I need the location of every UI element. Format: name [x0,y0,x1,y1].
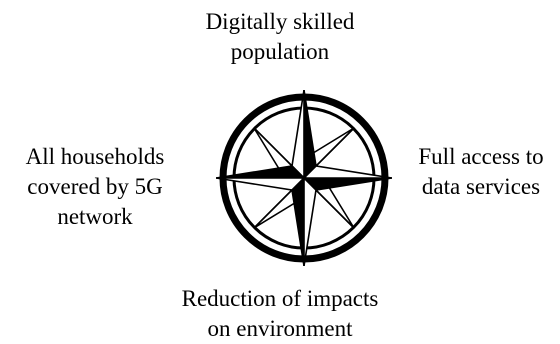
goal-label-bottom-line-1: Reduction of impacts [181,286,379,311]
goal-label-right-line-2: data services [421,174,541,199]
compass-point-north-dark [303,90,317,180]
goal-label-right: Full access to data services [402,142,560,202]
goal-label-bottom-line-2: on environment [207,316,353,341]
goal-label-left-line-1: All households [25,144,165,169]
goal-label-top-line-1: Digitally skilled [205,9,355,34]
compass-major-points [216,90,392,266]
compass-rose-icon [216,90,392,266]
compass-point-north-light [291,90,305,180]
compass-point-south-dark [291,176,305,266]
goal-label-right-line-1: Full access to [418,144,544,169]
goal-label-top-line-2: population [230,39,330,64]
goal-label-top: Digitally skilled population [180,7,380,67]
goal-label-left: All households covered by 5G network [0,142,190,232]
goal-label-bottom: Reduction of impacts on environment [160,284,400,344]
compass-point-east-light [302,165,392,179]
goal-label-left-line-3: network [57,204,133,229]
compass-center-dot [301,175,307,181]
goal-label-left-line-2: covered by 5G [27,174,163,199]
compass-point-south-light [303,176,317,266]
compass-point-east-dark [302,177,392,191]
compass-point-west-dark [216,165,306,179]
compass-point-west-light [216,177,306,191]
